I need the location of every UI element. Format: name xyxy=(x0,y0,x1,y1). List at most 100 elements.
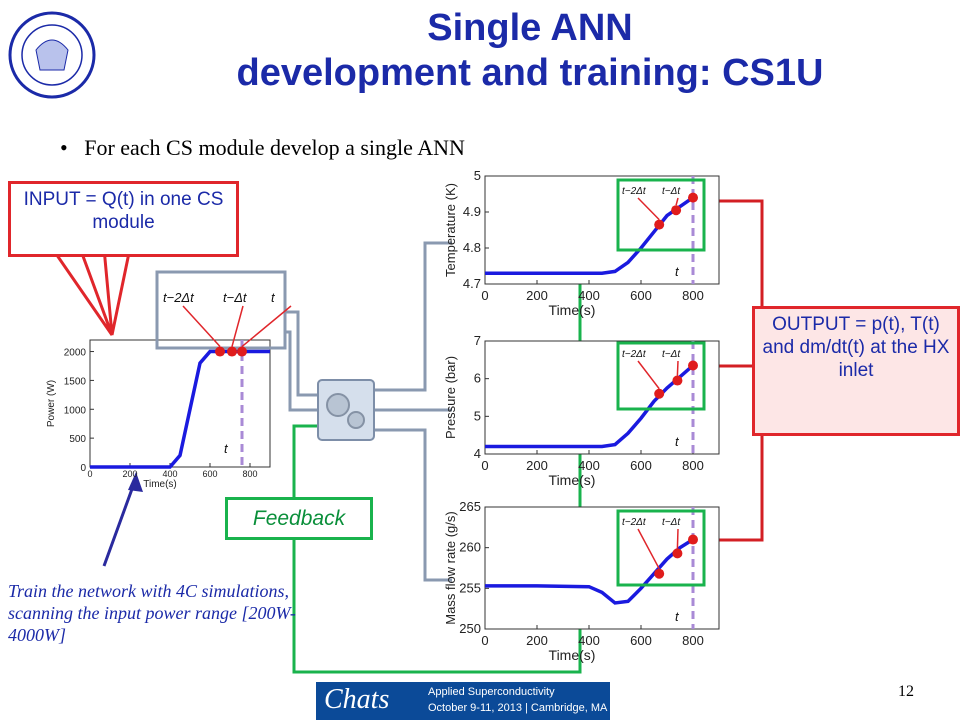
time-annotation: t xyxy=(675,264,680,279)
y-tick-label: 4 xyxy=(474,446,481,461)
x-axis-label: Time(s) xyxy=(549,647,596,663)
conference-logo: Chats Applied Superconductivity October … xyxy=(316,682,610,720)
conference-logo-line1: Applied Superconductivity xyxy=(428,686,555,698)
time-annotation: t xyxy=(224,441,229,456)
marker-label: t−Δt xyxy=(662,349,681,360)
data-point-marker xyxy=(672,548,683,559)
bullet-item: • For each CS module develop a single AN… xyxy=(60,135,465,160)
conference-logo-mark: Chats xyxy=(324,684,390,715)
zoom-box xyxy=(616,509,706,587)
ann-block xyxy=(317,379,375,441)
train-arrowhead-icon xyxy=(128,472,143,492)
input-callout-pointer xyxy=(49,246,114,336)
y-tick-label: 5 xyxy=(474,168,481,183)
page-title: Single ANN xyxy=(427,7,633,49)
marker-label: t−2Δt xyxy=(622,349,647,360)
y-tick-label: 4.8 xyxy=(463,240,481,255)
series-line xyxy=(485,538,694,605)
marker-pointer xyxy=(637,360,660,390)
page-number: 12 xyxy=(898,683,914,700)
x-tick-label: 200 xyxy=(122,469,137,479)
data-point-marker xyxy=(227,346,237,357)
x-tick-label: 800 xyxy=(682,458,704,473)
y-tick-label: 265 xyxy=(459,499,481,514)
time-annotation: t xyxy=(675,609,680,624)
y-tick-label: 2000 xyxy=(64,348,87,359)
y-tick-label: 1500 xyxy=(64,376,87,387)
page-subtitle: development and training: CS1U xyxy=(236,52,824,94)
x-tick-label: 0 xyxy=(87,469,92,479)
y-tick-label: 7 xyxy=(474,333,481,348)
y-axis-label: Temperature (K) xyxy=(443,183,458,277)
data-point-marker xyxy=(688,360,698,371)
marker-pointer xyxy=(231,305,244,347)
x-tick-label: 800 xyxy=(682,633,704,648)
x-tick-label: 600 xyxy=(630,633,652,648)
y-tick-label: 0 xyxy=(80,463,86,474)
marker-pointer xyxy=(676,360,679,376)
output-callout: OUTPUT = p(t), T(t) and dm/dt(t) at the … xyxy=(752,306,960,436)
zoom-box xyxy=(616,178,706,252)
marker-label: t−2Δt xyxy=(622,517,647,528)
series-line xyxy=(485,364,695,449)
x-tick-label: 200 xyxy=(526,458,548,473)
time-annotation: t xyxy=(675,434,680,449)
x-tick-label: 600 xyxy=(630,288,652,303)
zoom-box xyxy=(616,341,706,411)
data-point-marker xyxy=(654,219,665,230)
bullet-text: For each CS module develop a single ANN xyxy=(84,135,465,160)
marker-pointer xyxy=(241,305,292,348)
x-axis-label: Time(s) xyxy=(549,302,596,318)
y-axis-label: Mass flow rate (g/s) xyxy=(443,511,458,624)
x-tick-label: 0 xyxy=(481,288,488,303)
y-tick-label: 250 xyxy=(459,621,481,636)
series-line xyxy=(485,196,694,275)
train-note: Train the network with 4C simulations, s… xyxy=(8,581,296,645)
data-point-marker xyxy=(672,375,683,386)
train-arrow xyxy=(102,477,138,567)
x-tick-label: 400 xyxy=(162,469,177,479)
data-point-marker xyxy=(237,346,247,357)
y-axis-label: Power (W) xyxy=(46,380,57,427)
output-arrow-temperature xyxy=(372,241,452,392)
marker-pointer xyxy=(637,528,660,570)
gear-icon xyxy=(326,393,350,417)
x-tick-label: 200 xyxy=(526,288,548,303)
y-tick-label: 4.9 xyxy=(463,204,481,219)
x-tick-label: 800 xyxy=(682,288,704,303)
data-point-marker xyxy=(688,534,698,545)
x-tick-label: 800 xyxy=(242,469,257,479)
x-axis-label: Time(s) xyxy=(143,479,177,490)
marker-label: t xyxy=(271,290,276,305)
x-tick-label: 0 xyxy=(481,633,488,648)
marker-label: t−Δt xyxy=(223,290,248,305)
plot-frame xyxy=(484,340,720,455)
marker-pointer xyxy=(675,197,679,206)
x-axis-label: Time(s) xyxy=(549,472,596,488)
y-axis-label: Pressure (bar) xyxy=(443,356,458,439)
y-tick-label: 255 xyxy=(459,580,481,595)
y-tick-label: 260 xyxy=(459,540,481,555)
plot-frame xyxy=(89,339,271,468)
plot-frame xyxy=(484,506,720,630)
marker-pointer xyxy=(676,528,679,549)
x-tick-label: 400 xyxy=(578,633,600,648)
y-tick-label: 5 xyxy=(474,408,481,423)
x-tick-label: 400 xyxy=(578,288,600,303)
x-tick-label: 600 xyxy=(202,469,217,479)
marker-pointer xyxy=(182,305,221,348)
marker-label: t−Δt xyxy=(662,517,681,528)
y-tick-label: 4.7 xyxy=(463,276,481,291)
x-tick-label: 200 xyxy=(526,633,548,648)
marker-pointer xyxy=(637,197,660,221)
output-arrow-massflow xyxy=(372,428,452,582)
plot-frame xyxy=(484,175,720,285)
data-point-marker xyxy=(671,205,682,216)
feedback-label: Feedback xyxy=(225,497,373,540)
gear-icon xyxy=(347,411,365,429)
